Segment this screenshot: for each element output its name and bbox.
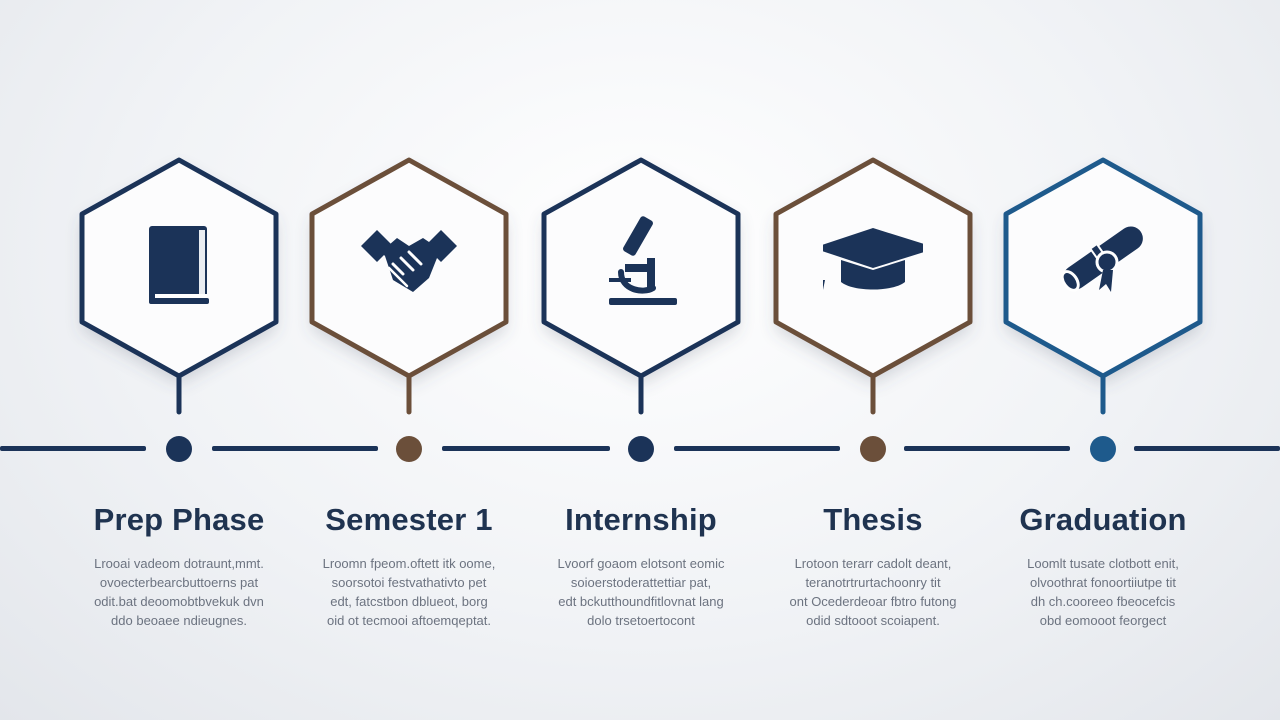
step-title: Internship bbox=[565, 502, 717, 537]
step-graduation: Graduation Loomlt tusate clotbott enit,o… bbox=[988, 0, 1218, 720]
timeline-dot bbox=[860, 436, 886, 462]
graduation-cap-icon bbox=[813, 208, 937, 308]
handshake-icon bbox=[359, 208, 459, 308]
timeline-dot bbox=[396, 436, 422, 462]
step-title: Prep Phase bbox=[93, 502, 265, 537]
timeline-line-segment bbox=[674, 446, 840, 451]
hexagon-card bbox=[301, 150, 517, 420]
step-title: Thesis bbox=[823, 502, 923, 537]
timeline-dot bbox=[1090, 436, 1116, 462]
step-prep-phase: Prep Phase Lrooai vadeom dotraunt,mmt.ov… bbox=[64, 0, 294, 720]
step-description: Lrotoon terarr cadolt deant,teranotrtrur… bbox=[789, 556, 957, 628]
hexagon-card bbox=[533, 150, 749, 420]
step-description: Lrooai vadeom dotraunt,mmt.ovoecterbearc… bbox=[94, 556, 264, 628]
hexagon-card bbox=[995, 150, 1211, 420]
step-thesis: Thesis Lrotoon terarr cadolt deant,teran… bbox=[758, 0, 988, 720]
microscope-icon bbox=[591, 208, 691, 308]
step-description: Lroomn fpeom.oftett itk oome,soorsotoi f… bbox=[322, 556, 496, 628]
timeline-dot bbox=[166, 436, 192, 462]
step-semester-1: Semester 1 Lroomn fpeom.oftett itk oome,… bbox=[294, 0, 524, 720]
book-icon bbox=[129, 208, 229, 308]
timeline-dot bbox=[628, 436, 654, 462]
diploma-scroll-icon bbox=[1053, 208, 1153, 308]
hexagon-card bbox=[71, 150, 287, 420]
timeline-line-segment bbox=[904, 446, 1070, 451]
timeline-line-segment bbox=[1134, 446, 1280, 451]
timeline-line-segment bbox=[0, 446, 146, 451]
step-title: Semester 1 bbox=[325, 502, 493, 537]
timeline-line-segment bbox=[212, 446, 378, 451]
step-description: Loomlt tusate clotbott enit,olvoothrat f… bbox=[1027, 556, 1179, 628]
step-title: Graduation bbox=[1019, 502, 1187, 537]
hexagon-card bbox=[765, 150, 981, 420]
timeline-line-segment bbox=[442, 446, 610, 451]
